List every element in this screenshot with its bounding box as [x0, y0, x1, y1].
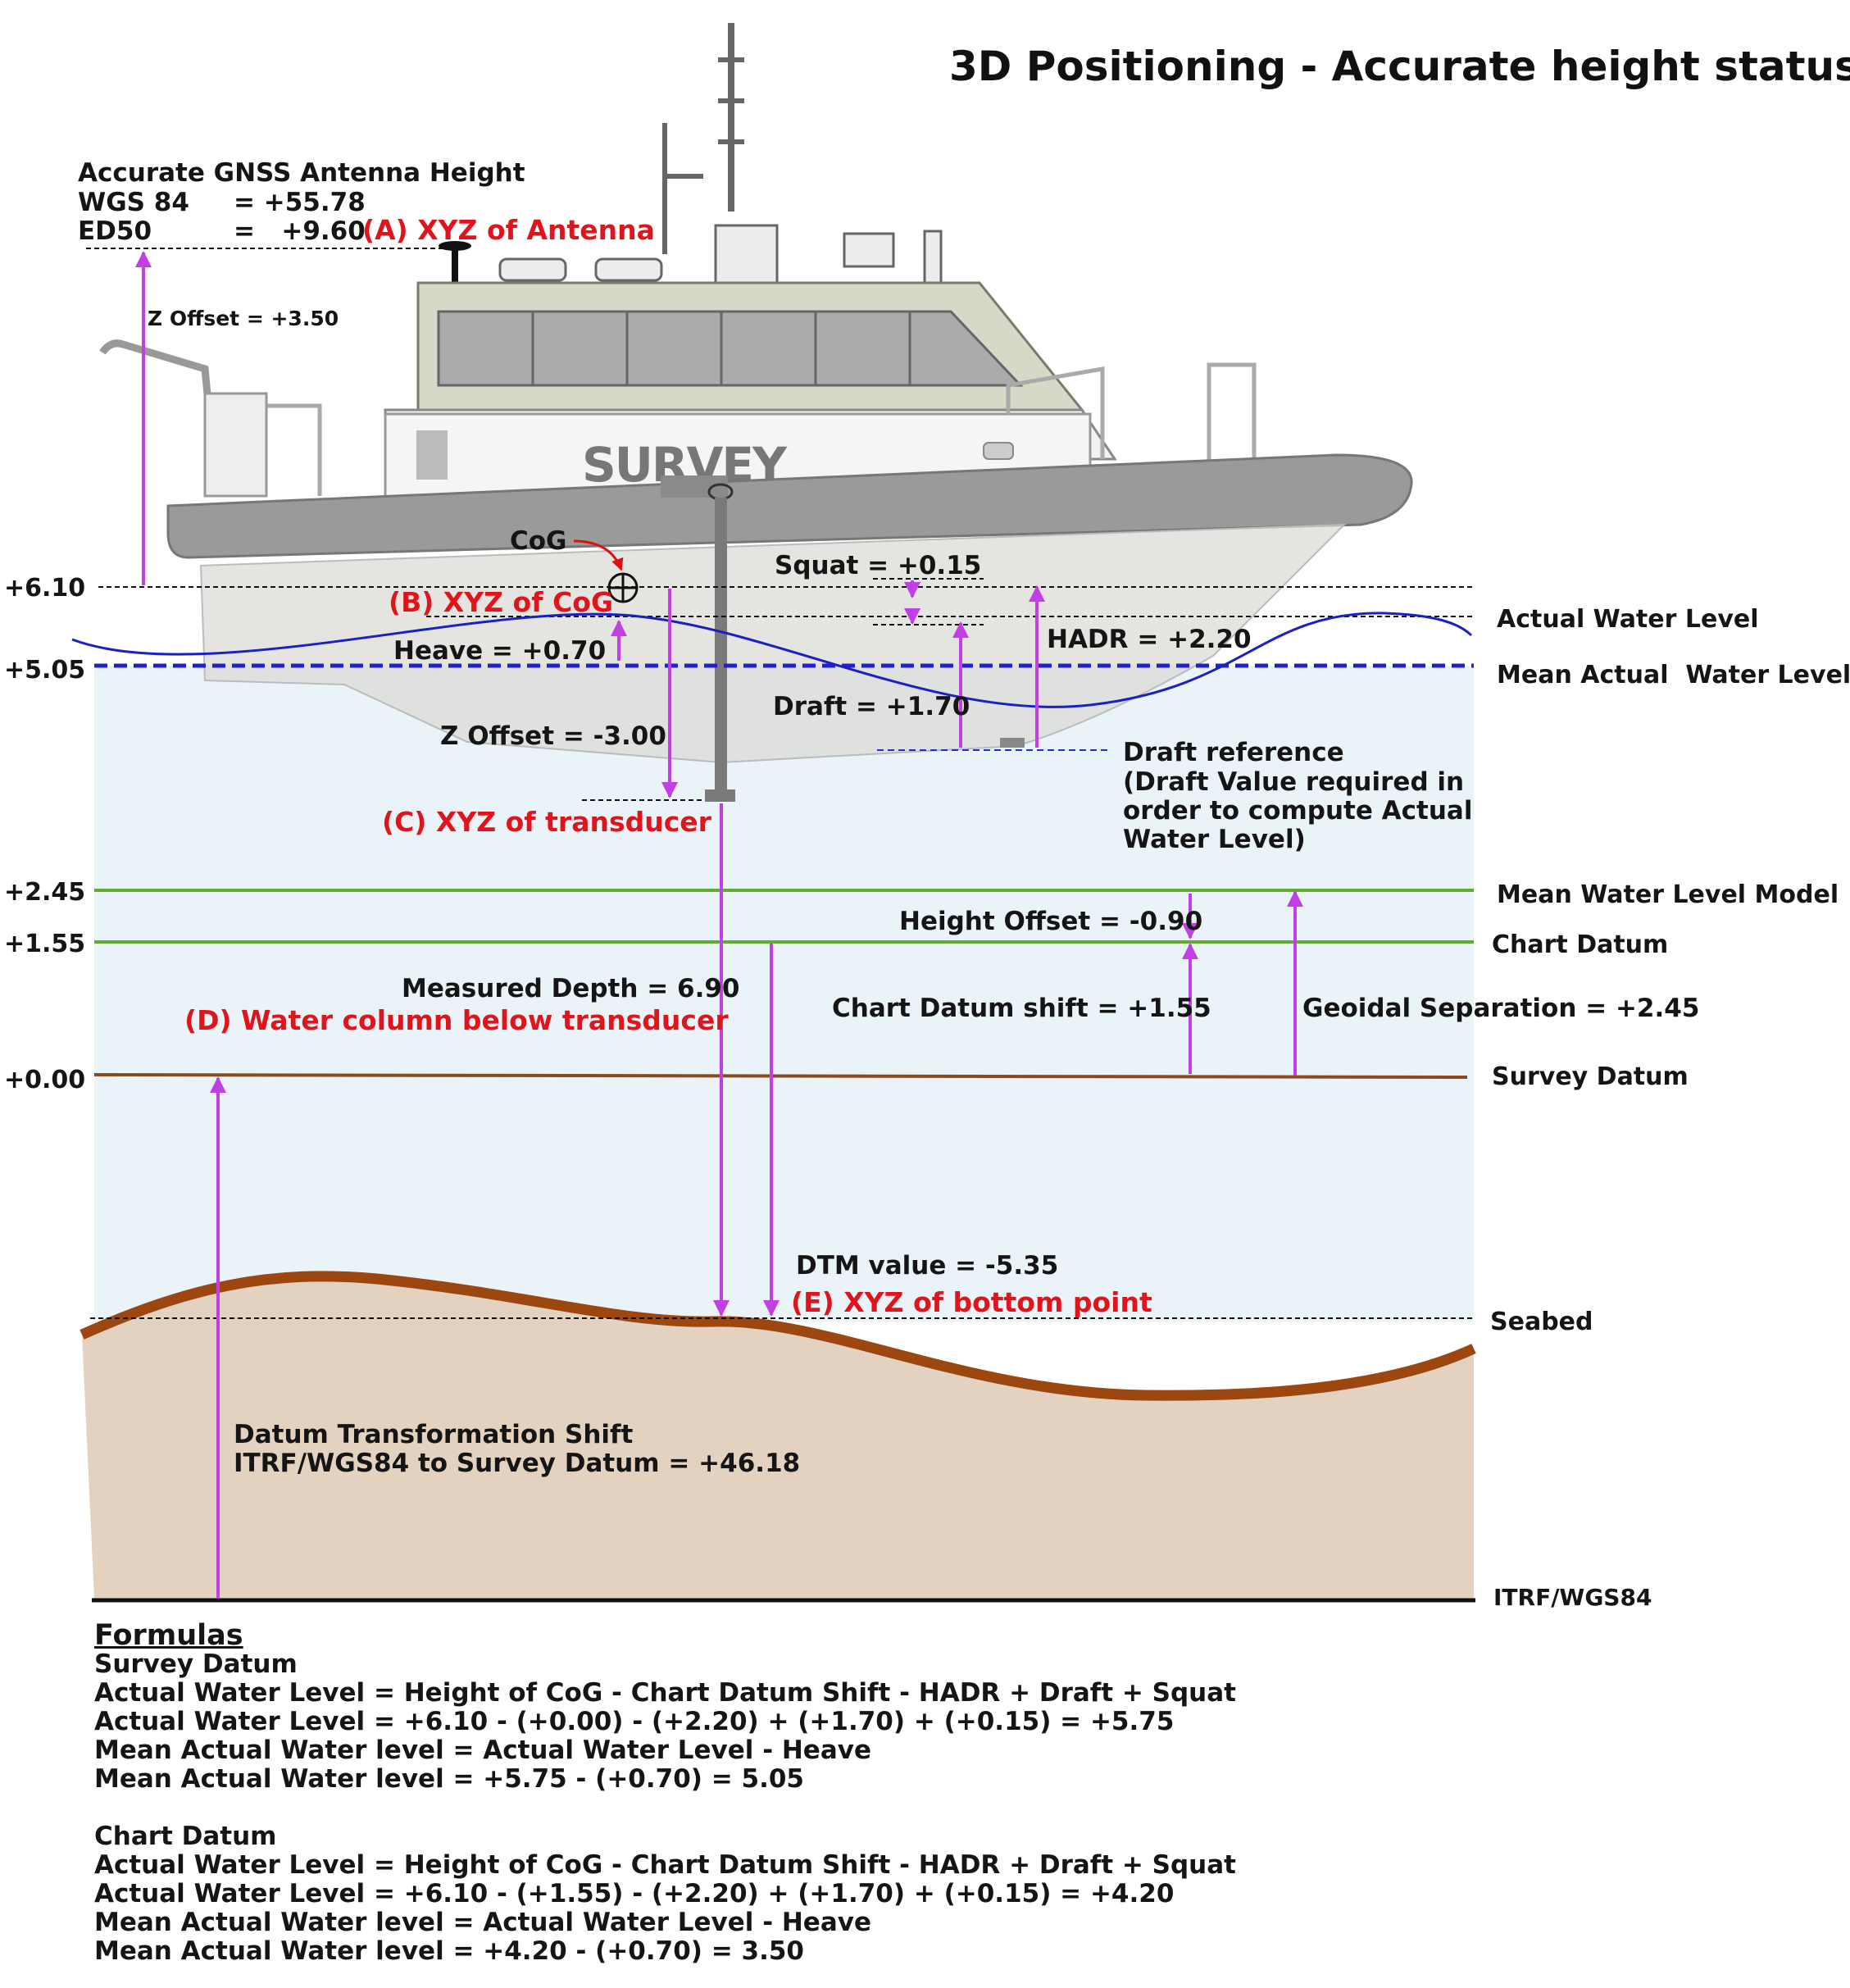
measured-depth-label: Measured Depth = 6.90 — [402, 974, 740, 1003]
xyz-antenna-label: (A) XYZ of Antenna — [362, 214, 655, 246]
draft-reference-1: Draft reference — [1123, 738, 1344, 767]
datum-shift-label-1: Datum Transformation Shift — [234, 1420, 634, 1449]
label-chart-datum: Chart Datum — [1492, 930, 1668, 959]
label-actual-water-level: Actual Water Level — [1497, 605, 1759, 634]
draft-reference-3: order to compute Actual — [1123, 796, 1472, 826]
water-column-label: (D) Water column below transducer — [184, 1004, 729, 1036]
page-title: 3D Positioning - Accurate height status — [949, 43, 1850, 90]
seabed-line — [80, 1271, 1476, 1401]
formulas-section: Formulas Survey Datum Actual Water Level… — [94, 1622, 1488, 1966]
xyz-cog-label: (B) XYZ of CoG — [389, 586, 613, 618]
draft-reference-2: (Draft Value required in — [1123, 767, 1464, 797]
antenna-wgs84-label: WGS 84 — [78, 188, 189, 217]
survey-formula-1: Actual Water Level = Height of CoG - Cha… — [94, 1678, 1236, 1708]
datum-shift-label-2: ITRF/WGS84 to Survey Datum = +46.18 — [234, 1449, 800, 1478]
water-column — [94, 666, 1474, 1322]
level-610: +6.10 — [4, 574, 85, 603]
chart-formula-4: Mean Actual Water level = +4.20 - (+0.70… — [94, 1936, 805, 1966]
line-survey-datum — [93, 1073, 1468, 1079]
seabed-fill — [82, 1276, 1474, 1599]
antenna-wgs84-value: = +55.78 — [234, 188, 366, 217]
antenna-ed50-label: ED50 — [78, 216, 152, 246]
xyz-transducer-label: (C) XYZ of transducer — [382, 806, 712, 838]
antenna-heading: Accurate GNSS Antenna Height — [78, 158, 525, 188]
survey-datum-heading: Survey Datum — [94, 1649, 298, 1679]
chart-formula-2: Actual Water Level = +6.10 - (+1.55) - (… — [94, 1879, 1175, 1908]
draft-reference-4: Water Level) — [1123, 825, 1306, 854]
label-seabed: Seabed — [1490, 1308, 1593, 1336]
chart-formula-1: Actual Water Level = Height of CoG - Cha… — [94, 1850, 1236, 1880]
survey-formula-2: Actual Water Level = +6.10 - (+0.00) - (… — [94, 1707, 1175, 1736]
z-offset-antenna: Z Offset = +3.50 — [148, 307, 339, 330]
level-505: +5.05 — [4, 656, 85, 685]
draft-label: Draft = +1.70 — [773, 692, 970, 721]
actual-water-wave — [71, 612, 1473, 708]
chart-formula-3: Mean Actual Water level = Actual Water L… — [94, 1908, 871, 1937]
label-mean-actual-water-level: Mean Actual Water Level — [1497, 661, 1850, 689]
geoidal-separation-label: Geoidal Separation = +2.45 — [1302, 994, 1699, 1023]
formulas-title: Formulas — [94, 1619, 243, 1652]
level-155: +1.55 — [4, 930, 85, 958]
level-000: +0.00 — [4, 1066, 85, 1094]
antenna-ed50-value: = +9.60 — [234, 216, 366, 246]
dtm-value-label: DTM value = -5.35 — [796, 1251, 1058, 1281]
label-survey-datum: Survey Datum — [1492, 1062, 1689, 1091]
label-itrf-wgs84: ITRF/WGS84 — [1493, 1584, 1652, 1611]
heave-label: Heave = +0.70 — [393, 636, 606, 666]
cog-pointer-arrow — [573, 539, 624, 571]
squat-label: Squat = +0.15 — [775, 551, 981, 580]
chart-datum-heading: Chart Datum — [94, 1822, 277, 1851]
z-offset-transducer-label: Z Offset = -3.00 — [440, 721, 666, 751]
survey-formula-4: Mean Actual Water level = +5.75 - (+0.70… — [94, 1764, 805, 1794]
survey-formula-3: Mean Actual Water level = Actual Water L… — [94, 1736, 871, 1765]
xyz-bottom-label: (E) XYZ of bottom point — [791, 1286, 1152, 1318]
height-offset-label: Height Offset = -0.90 — [899, 907, 1202, 936]
chart-datum-shift-label: Chart Datum shift = +1.55 — [832, 994, 1211, 1023]
survey-boat: SURVEY — [99, 23, 1413, 802]
level-245: +2.45 — [4, 878, 85, 907]
cog-label: CoG — [510, 526, 567, 556]
label-mean-water-level-model: Mean Water Level Model — [1497, 880, 1839, 909]
cog-symbol — [607, 572, 639, 603]
formula-gap — [94, 1794, 1488, 1822]
hadr-label: HADR = +2.20 — [1047, 625, 1252, 654]
